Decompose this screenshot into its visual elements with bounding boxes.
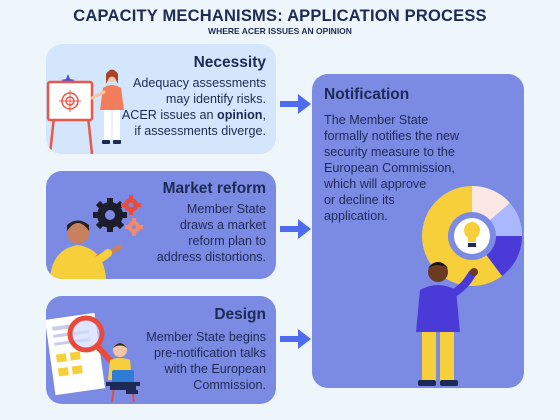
arrow-right-icon [280, 94, 311, 114]
arrow-right-icon [280, 329, 311, 349]
necessity-emphasis: opinion [217, 108, 263, 122]
notification-title: Notification [324, 86, 410, 103]
market-reform-title: Market reform [162, 180, 266, 197]
necessity-title: Necessity [193, 54, 266, 71]
market-reform-card: Market reform Member State draws a marke… [46, 171, 276, 279]
necessity-card: Necessity Adequacy assessments may ident… [46, 44, 276, 154]
notification-text: The Member State formally notifies the n… [324, 113, 460, 223]
necessity-text-start: Adequacy assessments may identify risks.… [121, 76, 266, 122]
arrow-right-icon [280, 219, 311, 239]
gears-person-icon [50, 195, 143, 279]
necessity-text-end: , if assessments diverge. [134, 108, 266, 138]
header: CAPACITY MECHANISMS: APPLICATION PROCESS… [0, 6, 560, 36]
necessity-text: Adequacy assessments may identify risks.… [122, 75, 266, 139]
lightbulb-pie-person-icon [416, 185, 523, 386]
presentation-board-person-icon [46, 69, 124, 154]
page-subtitle: WHERE ACER ISSUES AN OPINION [208, 26, 352, 36]
page-title: CAPACITY MECHANISMS: APPLICATION PROCESS [73, 7, 487, 25]
notification-card: Notification The Member State formally n… [312, 74, 524, 388]
design-text: Member State begins pre-notification tal… [146, 330, 266, 392]
design-title: Design [214, 306, 266, 323]
document-magnifier-person-icon [46, 312, 140, 403]
design-card: Design Member State begins pre-notificat… [46, 296, 276, 404]
market-reform-text: Member State draws a market reform plan … [156, 202, 266, 264]
